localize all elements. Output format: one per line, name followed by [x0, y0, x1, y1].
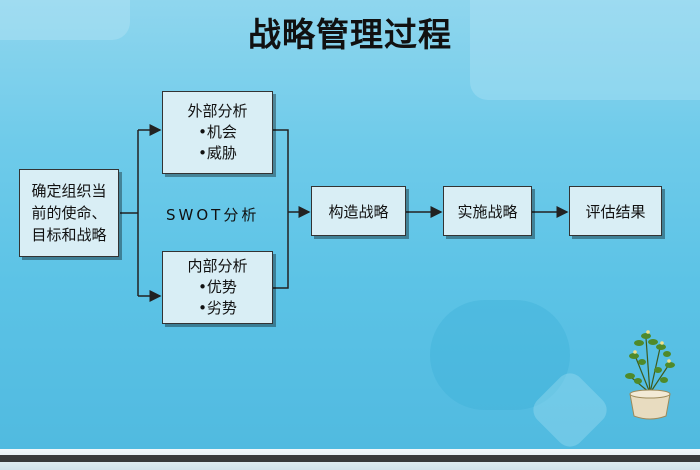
background-decoration: [430, 300, 570, 410]
internal-item-weakness: •劣势: [198, 299, 237, 317]
internal-analysis-heading: 内部分析: [187, 257, 248, 275]
page-title: 战略管理过程: [248, 15, 452, 54]
external-item-threat: •威胁: [198, 144, 237, 162]
mission-line-1: 确定组织当: [31, 182, 107, 200]
footer-stripe: [0, 455, 700, 462]
mission-line-3: 目标和战略: [31, 226, 107, 244]
external-analysis-box: 外部分析 •机会 •威胁: [162, 91, 273, 174]
external-analysis-heading: 外部分析: [187, 102, 248, 120]
implement-strategy-box: 实施战略: [443, 186, 532, 236]
internal-item-strength: •优势: [198, 278, 237, 296]
mission-line-2: 前的使命、: [31, 204, 107, 222]
external-item-opportunity: •机会: [198, 123, 237, 141]
internal-analysis-box: 内部分析 •优势 •劣势: [162, 251, 273, 324]
connector-external-merge: [273, 129, 289, 289]
swot-label: SWOT分析: [166, 206, 260, 224]
mission-box: 确定组织当 前的使命、 目标和战略: [19, 169, 119, 257]
potted-plant-icon: [625, 330, 675, 420]
evaluate-results-box: 评估结果: [569, 186, 662, 236]
background-decoration: [527, 367, 613, 453]
formulate-strategy-box: 构造战略: [311, 186, 406, 236]
